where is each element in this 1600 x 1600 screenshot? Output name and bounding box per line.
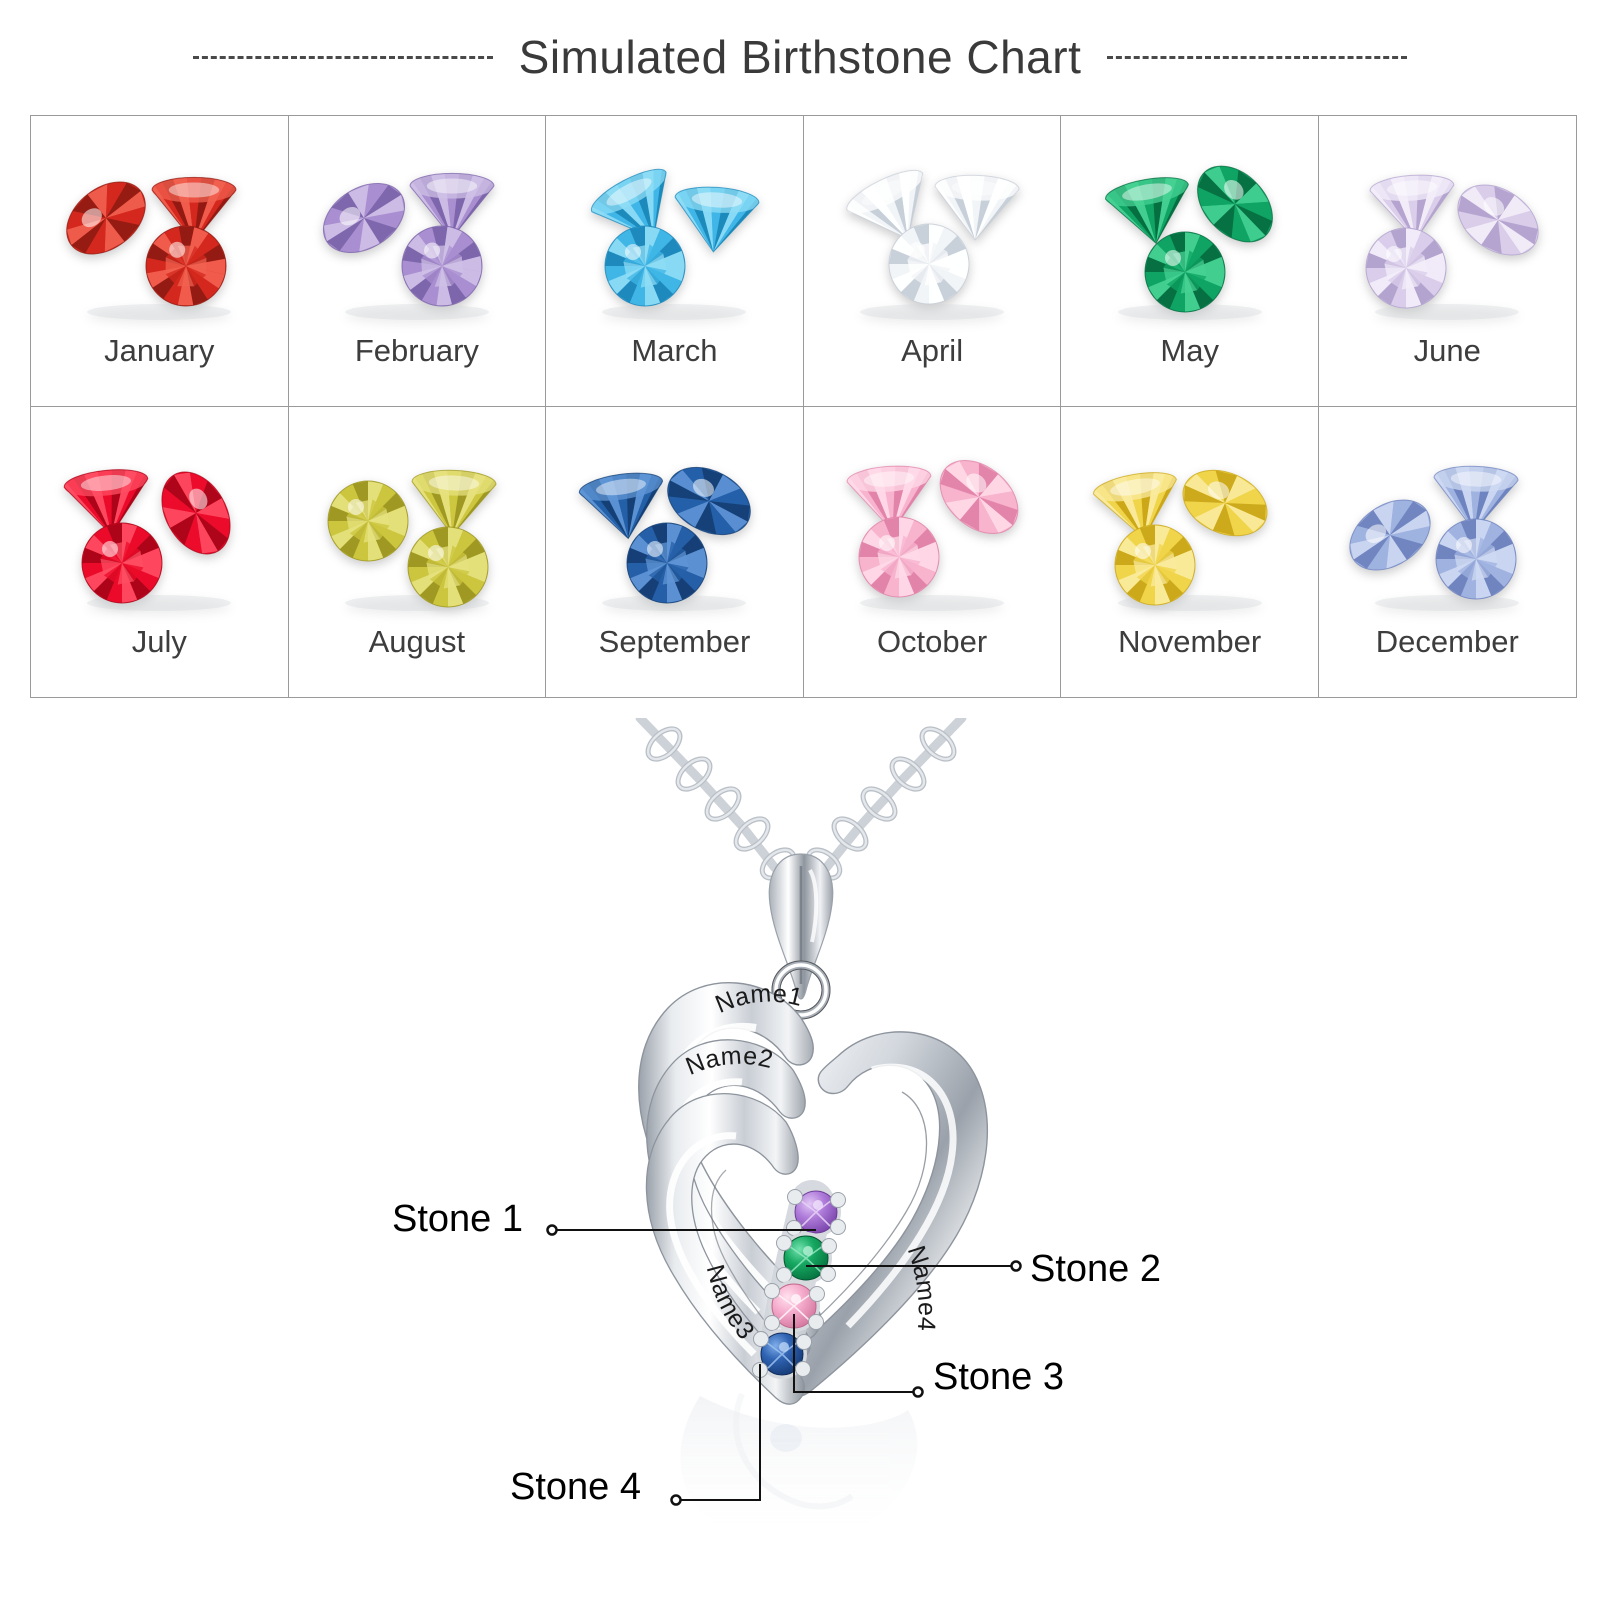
- month-label: November: [1118, 624, 1262, 659]
- cell-content: March: [546, 116, 803, 406]
- callout-label-stone-3: Stone 3: [933, 1356, 1064, 1398]
- chart-header: Simulated Birthstone Chart: [0, 22, 1600, 92]
- gem-cluster-sapphire-blue: [559, 417, 789, 622]
- callout-label-stone-1: Stone 1: [392, 1198, 523, 1240]
- gem-cluster-tourmaline-pink: [817, 417, 1047, 622]
- gem-svg: [1365, 174, 1539, 320]
- month-label: January: [104, 333, 215, 368]
- birthstone-cell-august: August: [287, 406, 547, 698]
- cell-content: July: [31, 407, 288, 697]
- month-label: August: [368, 624, 466, 659]
- gem-svg: [579, 466, 752, 611]
- gem-svg: [846, 169, 1020, 320]
- stone-4-setting[interactable]: [752, 1329, 812, 1379]
- leader-line-stone-4: [680, 1364, 761, 1501]
- product-image-area: Name1 Name2 Name3 Name4: [0, 718, 1600, 1600]
- pendant-illustration: Name1 Name2 Name3 Name4: [546, 718, 1022, 1547]
- gem-cluster-peridot-olive: [302, 417, 532, 622]
- birthstone-cell-june: June: [1317, 115, 1577, 407]
- stone-channel: [752, 1180, 846, 1379]
- table-row: January February March: [30, 115, 1577, 407]
- gem-cluster-amethyst-purple: [302, 126, 532, 331]
- cell-content: June: [1319, 116, 1576, 406]
- cell-content: August: [289, 407, 546, 697]
- birthstone-cell-july: July: [30, 406, 289, 698]
- birthstone-cell-december: December: [1317, 406, 1577, 698]
- cell-content: January: [31, 116, 288, 406]
- gem-cluster-alexandrite-lavender: [1332, 126, 1562, 331]
- month-label: December: [1375, 624, 1519, 659]
- gem-svg: [1104, 165, 1273, 320]
- month-label: April: [901, 333, 964, 368]
- gem-svg: [1092, 469, 1268, 611]
- birthstone-cell-september: September: [545, 406, 804, 698]
- stone-2-setting[interactable]: [776, 1232, 837, 1284]
- month-label: March: [631, 333, 718, 368]
- birthstone-cell-october: October: [802, 406, 1062, 698]
- cell-content: April: [804, 116, 1061, 406]
- gem-svg: [322, 172, 495, 320]
- title-rule-left: [192, 55, 493, 59]
- gem-svg: [66, 176, 237, 320]
- cell-content: October: [804, 407, 1061, 697]
- gem-svg: [846, 460, 1019, 611]
- month-label: February: [354, 333, 479, 368]
- cell-content: September: [546, 407, 803, 697]
- cell-content: February: [289, 116, 546, 406]
- cell-content: November: [1061, 407, 1318, 697]
- pendant-reflection: [680, 1392, 918, 1547]
- gem-cluster-citrine-yellow: [1075, 417, 1305, 622]
- leader-line-stone-3: [793, 1314, 914, 1393]
- birthstone-cell-march: March: [545, 115, 804, 407]
- birthstone-chart-table: January February March: [30, 115, 1577, 698]
- stone-1-setting[interactable]: [786, 1187, 846, 1237]
- birthstone-cell-november: November: [1060, 406, 1319, 698]
- month-label: October: [876, 624, 988, 659]
- gem-svg: [64, 469, 232, 611]
- birthstone-table-body: January February March: [30, 115, 1577, 698]
- month-label: July: [131, 624, 187, 659]
- cell-content: May: [1061, 116, 1318, 406]
- gem-cluster-tanzanite-periwinkle: [1332, 417, 1562, 622]
- gem-svg: [1349, 465, 1520, 611]
- table-row: July August September: [30, 406, 1577, 698]
- gem-cluster-garnet-red: [44, 126, 274, 331]
- birthstone-cell-january: January: [30, 115, 289, 407]
- page-title: Simulated Birthstone Chart: [518, 31, 1082, 83]
- gem-svg: [327, 469, 497, 611]
- gem-svg: [591, 168, 760, 320]
- month-label: September: [598, 624, 751, 659]
- gem-cluster-diamond-clear: [817, 126, 1047, 331]
- cell-content: December: [1319, 407, 1576, 697]
- month-label: June: [1413, 333, 1481, 368]
- birthstone-cell-february: February: [287, 115, 547, 407]
- birthstone-cell-may: May: [1060, 115, 1319, 407]
- month-label: May: [1160, 333, 1219, 368]
- callout-label-stone-4: Stone 4: [510, 1466, 641, 1508]
- gem-cluster-emerald-green: [1075, 126, 1305, 331]
- gem-cluster-aquamarine-blue: [559, 126, 789, 331]
- birthstone-cell-april: April: [802, 115, 1062, 407]
- callout-label-stone-2: Stone 2: [1030, 1248, 1161, 1290]
- callout-leader-lines: [546, 1224, 1022, 1506]
- gem-cluster-ruby-red: [44, 417, 274, 622]
- title-rule-right: [1107, 55, 1408, 59]
